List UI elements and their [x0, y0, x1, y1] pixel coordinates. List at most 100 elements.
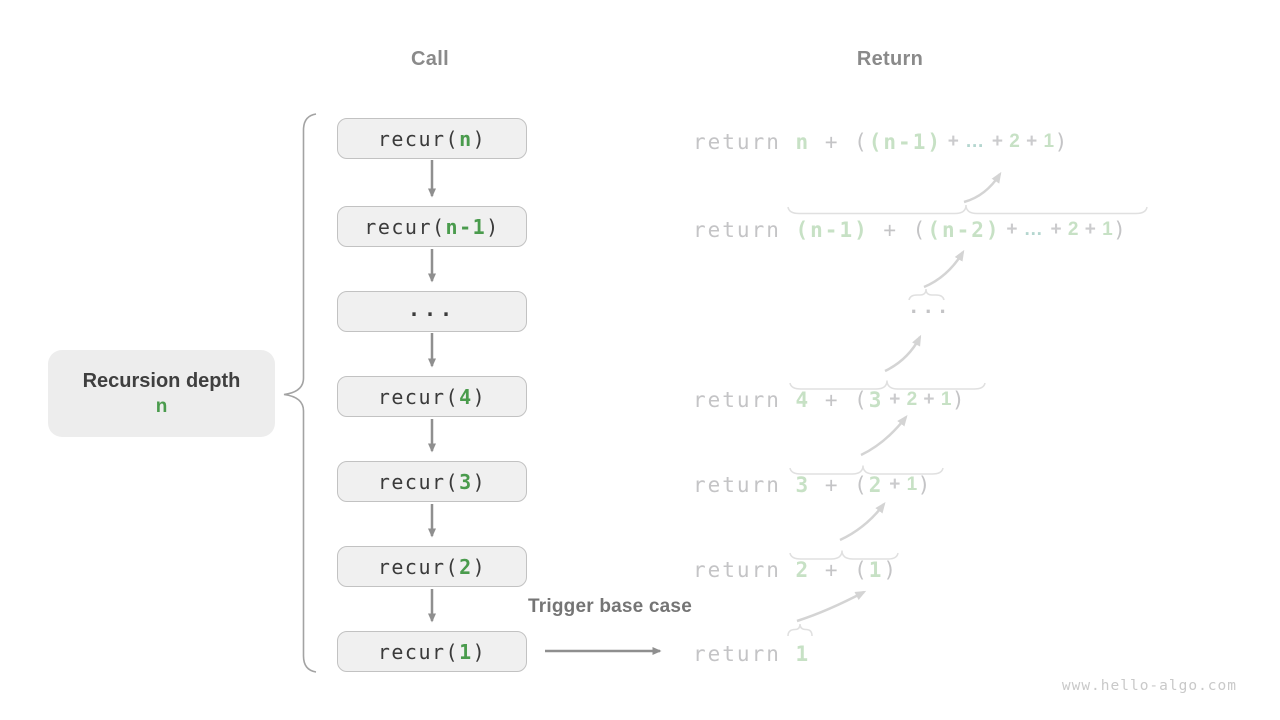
text-segment: ) [472, 639, 487, 664]
text-segment: + [810, 130, 855, 154]
text-segment: + [917, 389, 941, 410]
text-segment: ) [1054, 130, 1070, 154]
text-segment: 4 [795, 388, 811, 412]
text-segment: … [1023, 219, 1045, 240]
text-segment: + [868, 218, 913, 242]
text-segment: n-1 [445, 214, 487, 239]
return-flow-arrow-icon [884, 334, 922, 373]
text-segment: recur( [377, 639, 460, 664]
text-segment: ) [951, 388, 967, 412]
text-segment: 1 [795, 642, 811, 666]
text-segment: + [883, 474, 907, 495]
text-segment: 1 [906, 474, 918, 495]
text-segment: + [810, 388, 855, 412]
text-segment: ) [472, 554, 487, 579]
text-segment: + [883, 389, 907, 410]
text-segment: (n-1) [868, 130, 942, 154]
text-segment: + [1078, 219, 1103, 240]
text-segment: recur( [377, 469, 460, 494]
depth-brace-icon [283, 113, 317, 673]
depth-value: n [155, 395, 168, 417]
call-box-recur-n-1: recur(n-1) [337, 206, 527, 247]
text-segment: 2 [868, 473, 884, 497]
text-segment: ( [912, 218, 928, 242]
text-segment: ) [472, 126, 487, 151]
return-column-header: Return [856, 48, 924, 70]
return-brace-icon [787, 204, 1148, 215]
return-flow-arrow-icon [923, 249, 965, 289]
text-segment: ) [472, 469, 487, 494]
text-segment: ( [854, 130, 869, 154]
return-line-n-1: return (n-1) + ((n-2) + … + 2 + 1) [693, 215, 1128, 245]
text-segment: n [459, 126, 473, 151]
text-segment: 1 [459, 639, 473, 664]
call-box-ellipsis: ... [337, 291, 527, 332]
watermark: www.hello-algo.com [1061, 678, 1237, 694]
text-segment: 2 [1067, 219, 1079, 240]
text-segment: + [941, 131, 966, 152]
text-segment: 1 [1043, 131, 1055, 152]
text-segment: ) [472, 384, 487, 409]
text-segment: + [1020, 131, 1044, 152]
return-flow-arrow-icon [839, 502, 886, 542]
text-segment: ... [407, 296, 457, 321]
text-segment: 3 [795, 473, 811, 497]
text-segment: 2 [906, 389, 918, 410]
return-line-n: return n + ((n-1) + … + 2 + 1) [693, 127, 1069, 157]
text-segment: … [965, 131, 987, 152]
text-segment: (n-1) [795, 218, 869, 242]
text-segment: 3 [459, 469, 473, 494]
return-line-1: return 1 [693, 639, 810, 669]
text-segment: recur( [364, 214, 446, 239]
text-segment: recur( [377, 384, 460, 409]
call-column-header: Call [411, 48, 449, 70]
text-segment: + [810, 473, 855, 497]
text-segment: + [1000, 219, 1024, 240]
call-box-recur-4: recur(4) [337, 376, 527, 417]
text-segment: return [693, 558, 796, 582]
return-line-3: return 3 + (2 + 1) [693, 470, 932, 500]
text-segment: ) [917, 473, 933, 497]
text-segment: ( [854, 558, 869, 582]
text-segment: ) [883, 558, 899, 582]
call-box-recur-3: recur(3) [337, 461, 527, 502]
text-segment: return [693, 218, 796, 242]
return-line-2: return 2 + (1) [693, 555, 898, 585]
call-box-recur-n: recur(n) [337, 118, 527, 159]
text-segment: ( [854, 473, 869, 497]
recursion-depth-label: Recursion depth n [48, 350, 275, 437]
call-box-recur-2: recur(2) [337, 546, 527, 587]
text-segment: 1 [1102, 219, 1114, 240]
return-flow-arrow-icon [963, 171, 1002, 204]
depth-title: Recursion depth [82, 369, 241, 392]
text-segment: ... [908, 296, 952, 318]
text-segment: 2 [459, 554, 473, 579]
return-brace-icon [787, 623, 813, 637]
text-segment: 2 [1009, 131, 1021, 152]
text-segment: return [693, 130, 796, 154]
text-segment: 4 [459, 384, 473, 409]
text-segment: n [795, 130, 811, 154]
text-segment: return [693, 642, 796, 666]
text-segment: 3 [868, 388, 884, 412]
text-segment: ( [854, 388, 869, 412]
return-flow-arrow-icon [796, 590, 867, 623]
return-flow-arrow-icon [860, 415, 908, 457]
text-segment: return [693, 388, 796, 412]
trigger-base-case-label: Trigger base case [528, 596, 692, 617]
text-segment: return [693, 473, 796, 497]
return-line-ellipsis: ... [908, 296, 951, 318]
text-segment: 1 [868, 558, 884, 582]
text-segment: 1 [940, 389, 952, 410]
text-segment: recur( [377, 126, 460, 151]
text-segment: 2 [795, 558, 811, 582]
call-box-recur-1: recur(1) [337, 631, 527, 672]
text-segment: recur( [377, 554, 460, 579]
text-segment: ) [1113, 218, 1128, 242]
text-segment: ) [486, 214, 500, 239]
return-line-4: return 4 + (3 + 2 + 1) [693, 385, 967, 415]
text-segment: (n-2) [927, 218, 1001, 242]
text-segment: + [1044, 219, 1068, 240]
text-segment: + [986, 131, 1010, 152]
